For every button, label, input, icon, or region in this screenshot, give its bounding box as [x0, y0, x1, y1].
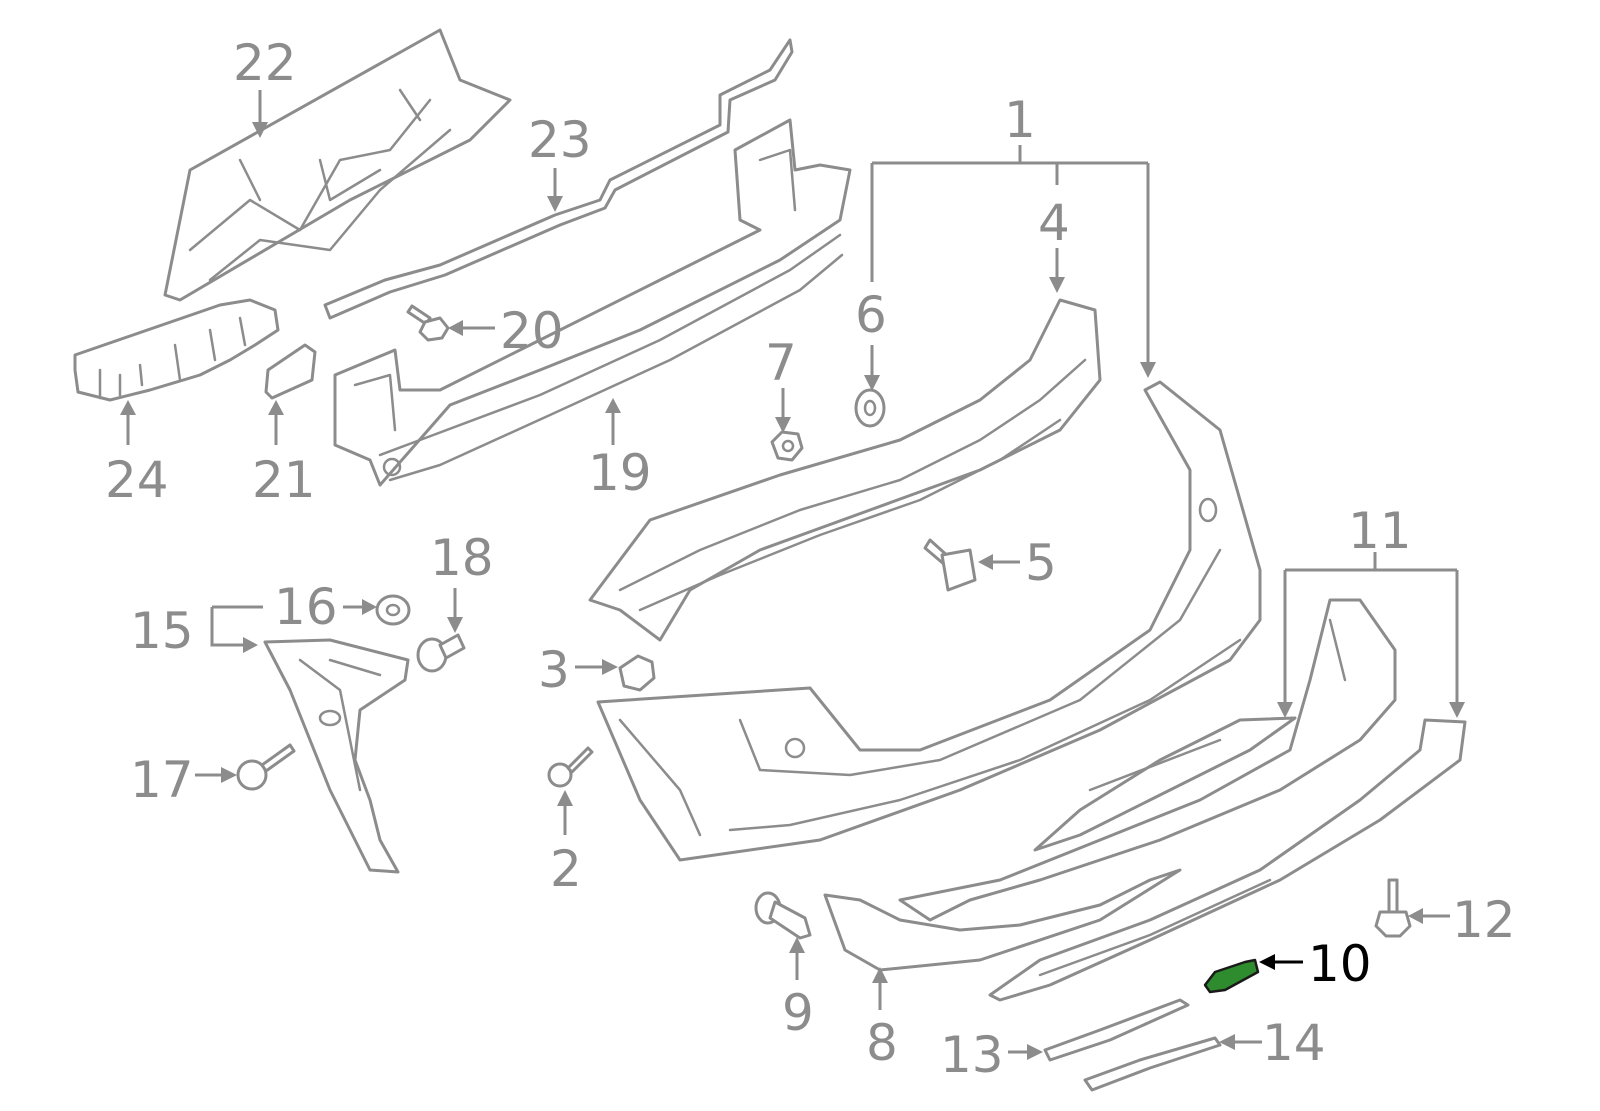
part-12-bolt[interactable]: [1374, 878, 1412, 938]
callout-17[interactable]: 17: [130, 751, 194, 809]
part-22-panel[interactable]: [163, 28, 512, 302]
callout-23[interactable]: 23: [528, 111, 592, 169]
callout-14[interactable]: 14: [1262, 1014, 1326, 1072]
part-3-clip[interactable]: [618, 654, 656, 692]
callout-9[interactable]: 9: [782, 984, 814, 1042]
part-7-nut[interactable]: [770, 430, 804, 462]
part-20-bolt[interactable]: [406, 304, 450, 342]
callout-labels: 22 23 20 24 21 19 1 4 6 7 5 11 18 16 15 …: [105, 34, 1516, 1084]
part-2-screw[interactable]: [547, 746, 594, 788]
part-4-absorber[interactable]: [588, 298, 1102, 642]
part-11-lower-trim[interactable]: [898, 598, 1467, 1002]
callout-20[interactable]: 20: [500, 302, 564, 360]
callout-8[interactable]: 8: [866, 1014, 898, 1072]
callout-7[interactable]: 7: [765, 334, 797, 392]
callout-13[interactable]: 13: [940, 1026, 1004, 1084]
callout-22[interactable]: 22: [233, 34, 297, 92]
callout-6[interactable]: 6: [855, 286, 887, 344]
part-21-plate[interactable]: [264, 343, 317, 400]
part-15-bracket[interactable]: [263, 638, 410, 874]
part-18-pin[interactable]: [416, 633, 466, 673]
callout-5[interactable]: 5: [1025, 534, 1057, 592]
part-6-washer[interactable]: [854, 388, 886, 428]
callout-4[interactable]: 4: [1038, 194, 1070, 252]
callout-2[interactable]: 2: [550, 840, 582, 898]
callout-19[interactable]: 19: [588, 444, 652, 502]
part-23-strip[interactable]: [323, 38, 794, 320]
callout-3[interactable]: 3: [538, 641, 570, 699]
part-5-stud[interactable]: [923, 538, 977, 592]
part-1-bumper-cover[interactable]: [596, 380, 1262, 862]
part-9-clip[interactable]: [754, 891, 812, 940]
part-24-bracket[interactable]: [73, 298, 280, 402]
leader-lines: [120, 90, 1465, 1060]
callout-24[interactable]: 24: [105, 451, 169, 509]
part-10-highlighted[interactable]: [1203, 958, 1260, 994]
callout-15[interactable]: 15: [130, 602, 194, 660]
callout-18[interactable]: 18: [430, 529, 494, 587]
part-13-strip[interactable]: [1043, 998, 1190, 1062]
part-19-beam[interactable]: [333, 118, 852, 487]
part-14-strip[interactable]: [1083, 1036, 1222, 1092]
callout-16[interactable]: 16: [274, 578, 338, 636]
part-16-washer[interactable]: [375, 594, 411, 626]
callout-21[interactable]: 21: [252, 451, 316, 509]
callout-11[interactable]: 11: [1348, 502, 1412, 560]
callout-10[interactable]: 10: [1308, 935, 1372, 993]
callout-1[interactable]: 1: [1004, 91, 1036, 149]
part-17-screw[interactable]: [236, 743, 296, 791]
callout-12[interactable]: 12: [1452, 891, 1516, 949]
